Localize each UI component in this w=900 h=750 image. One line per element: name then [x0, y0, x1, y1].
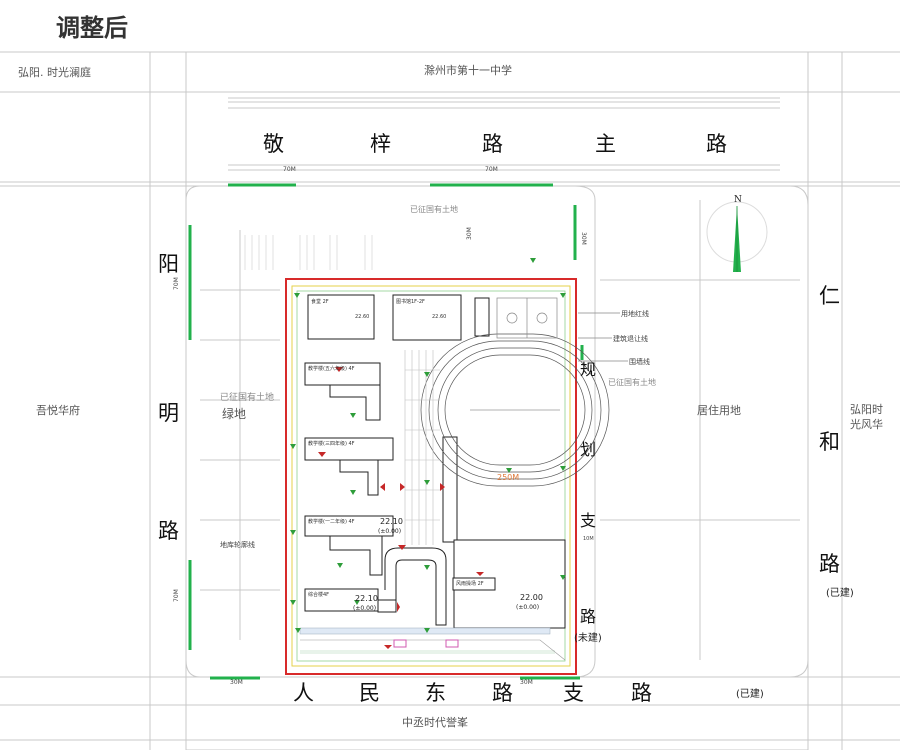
complex-label: 综合楼4F	[308, 591, 329, 598]
road-left-char-1: 阳	[158, 252, 179, 276]
canteen	[307, 294, 375, 340]
street-lines	[0, 51, 900, 750]
label-land-right: 已征国有土地	[608, 377, 656, 387]
road-mid-char-1: 规	[580, 360, 596, 379]
road-mid-char-4: 路	[580, 607, 596, 626]
label-land-top: 已征国有土地	[410, 204, 458, 214]
pe-base: (±0.00)	[516, 604, 539, 611]
road-left-char-2: 明	[158, 401, 179, 425]
complex-base: (±0.00)	[353, 605, 376, 612]
pe-elev: 22.00	[520, 593, 543, 602]
entry-markers	[318, 367, 484, 649]
canteen-elev: 22.60	[355, 314, 369, 320]
label-top-center: 滁州市第十一中学	[424, 63, 512, 77]
road-mid-char-3: 支	[580, 511, 596, 530]
road-top-char-3: 路	[482, 132, 503, 156]
road-mid-char-2: 划	[580, 440, 596, 459]
road-top-char-4: 主	[595, 132, 616, 156]
label-track: 250M	[497, 473, 519, 482]
buildings	[304, 294, 566, 629]
central-grid	[404, 350, 440, 545]
elevation-markers	[290, 258, 566, 633]
canteen-label: 食堂 2F	[311, 298, 329, 305]
dim-right-mid: 10M	[583, 536, 594, 542]
label-setback-line: 建筑退让线	[613, 334, 648, 343]
page-title: 调整后	[56, 14, 128, 42]
dim-top-2: 70M	[485, 166, 498, 173]
road-bottom-char-5: 支	[563, 681, 584, 705]
green-frontage-lines	[188, 183, 584, 680]
inner-green-line	[296, 290, 566, 662]
courts	[496, 297, 558, 339]
road-bottom-char-3: 东	[425, 681, 446, 705]
label-green-left: 绿地	[222, 406, 246, 421]
teach1-label: 教学楼(五六年级) 4F	[308, 365, 355, 372]
dim-right-top: 30M	[580, 232, 587, 245]
label-right-far-2: 光风华	[850, 417, 883, 431]
north-arrow	[706, 201, 768, 272]
stand	[442, 436, 458, 543]
label-contour: 地库轮廓线	[220, 540, 255, 549]
teach3-label: 教学楼(一二年级) 4F	[308, 518, 355, 525]
pe-hall	[453, 539, 566, 629]
road-top-char-2: 梓	[370, 132, 391, 156]
teach3-base: (±0.00)	[378, 528, 401, 535]
road-right-char-3: 路	[819, 552, 840, 576]
leader-lines	[578, 312, 628, 362]
label-right-far-1: 弘阳时	[850, 403, 883, 416]
south-plaza	[299, 627, 566, 661]
pe-label: 风雨操场 2F	[456, 580, 484, 587]
road-top-char-1: 敬	[263, 132, 284, 156]
dim-left-1: 70M	[173, 277, 180, 290]
label-wall-line: 围墙线	[629, 357, 650, 366]
road-bottom-char-6: 路	[631, 681, 652, 705]
road-left-char-3: 路	[158, 519, 179, 543]
label-land-left: 已征国有土地	[220, 391, 274, 403]
label-bottom-center: 中丞时代誉峯	[402, 715, 468, 729]
setback-line	[291, 285, 571, 667]
road-bottom-note: (已建)	[736, 687, 764, 700]
road-bottom-char-2: 民	[359, 681, 380, 705]
road-top-char-5: 路	[706, 132, 727, 156]
road-bottom-char-1: 人	[293, 681, 314, 705]
road-bottom-char-4: 路	[492, 681, 513, 705]
dim-left-2: 70M	[173, 589, 180, 602]
dim-north-gap: 30M	[466, 227, 473, 240]
running-track	[420, 333, 610, 487]
library-elev: 22.60	[432, 314, 446, 320]
road-right-char-2: 和	[819, 430, 840, 454]
label-top-left: 弘阳. 时光澜庭	[18, 65, 91, 79]
property-boundary	[285, 278, 577, 675]
road-right-char-1: 仁	[819, 284, 840, 308]
label-left-area: 吾悦华府	[36, 403, 80, 417]
dim-bottom-1: 30M	[230, 679, 243, 686]
dim-bottom-2: 30M	[520, 679, 533, 686]
north-label: N	[734, 195, 742, 205]
teach2-label: 教学楼(三四年级) 4F	[308, 440, 355, 447]
complex-elev: 22.10	[355, 594, 378, 603]
teach3-elev: 22.10	[380, 517, 403, 526]
label-property-line: 用地红线	[621, 309, 649, 318]
label-right-area: 居住用地	[697, 403, 741, 417]
left-lawn	[244, 235, 373, 270]
central-corridor	[384, 547, 447, 626]
dim-top-1: 70M	[283, 166, 296, 173]
road-right-note: (已建)	[826, 586, 854, 599]
road-mid-note: (未建)	[574, 631, 602, 644]
library	[392, 294, 462, 341]
library-label: 图书馆1F-2F	[396, 298, 425, 305]
